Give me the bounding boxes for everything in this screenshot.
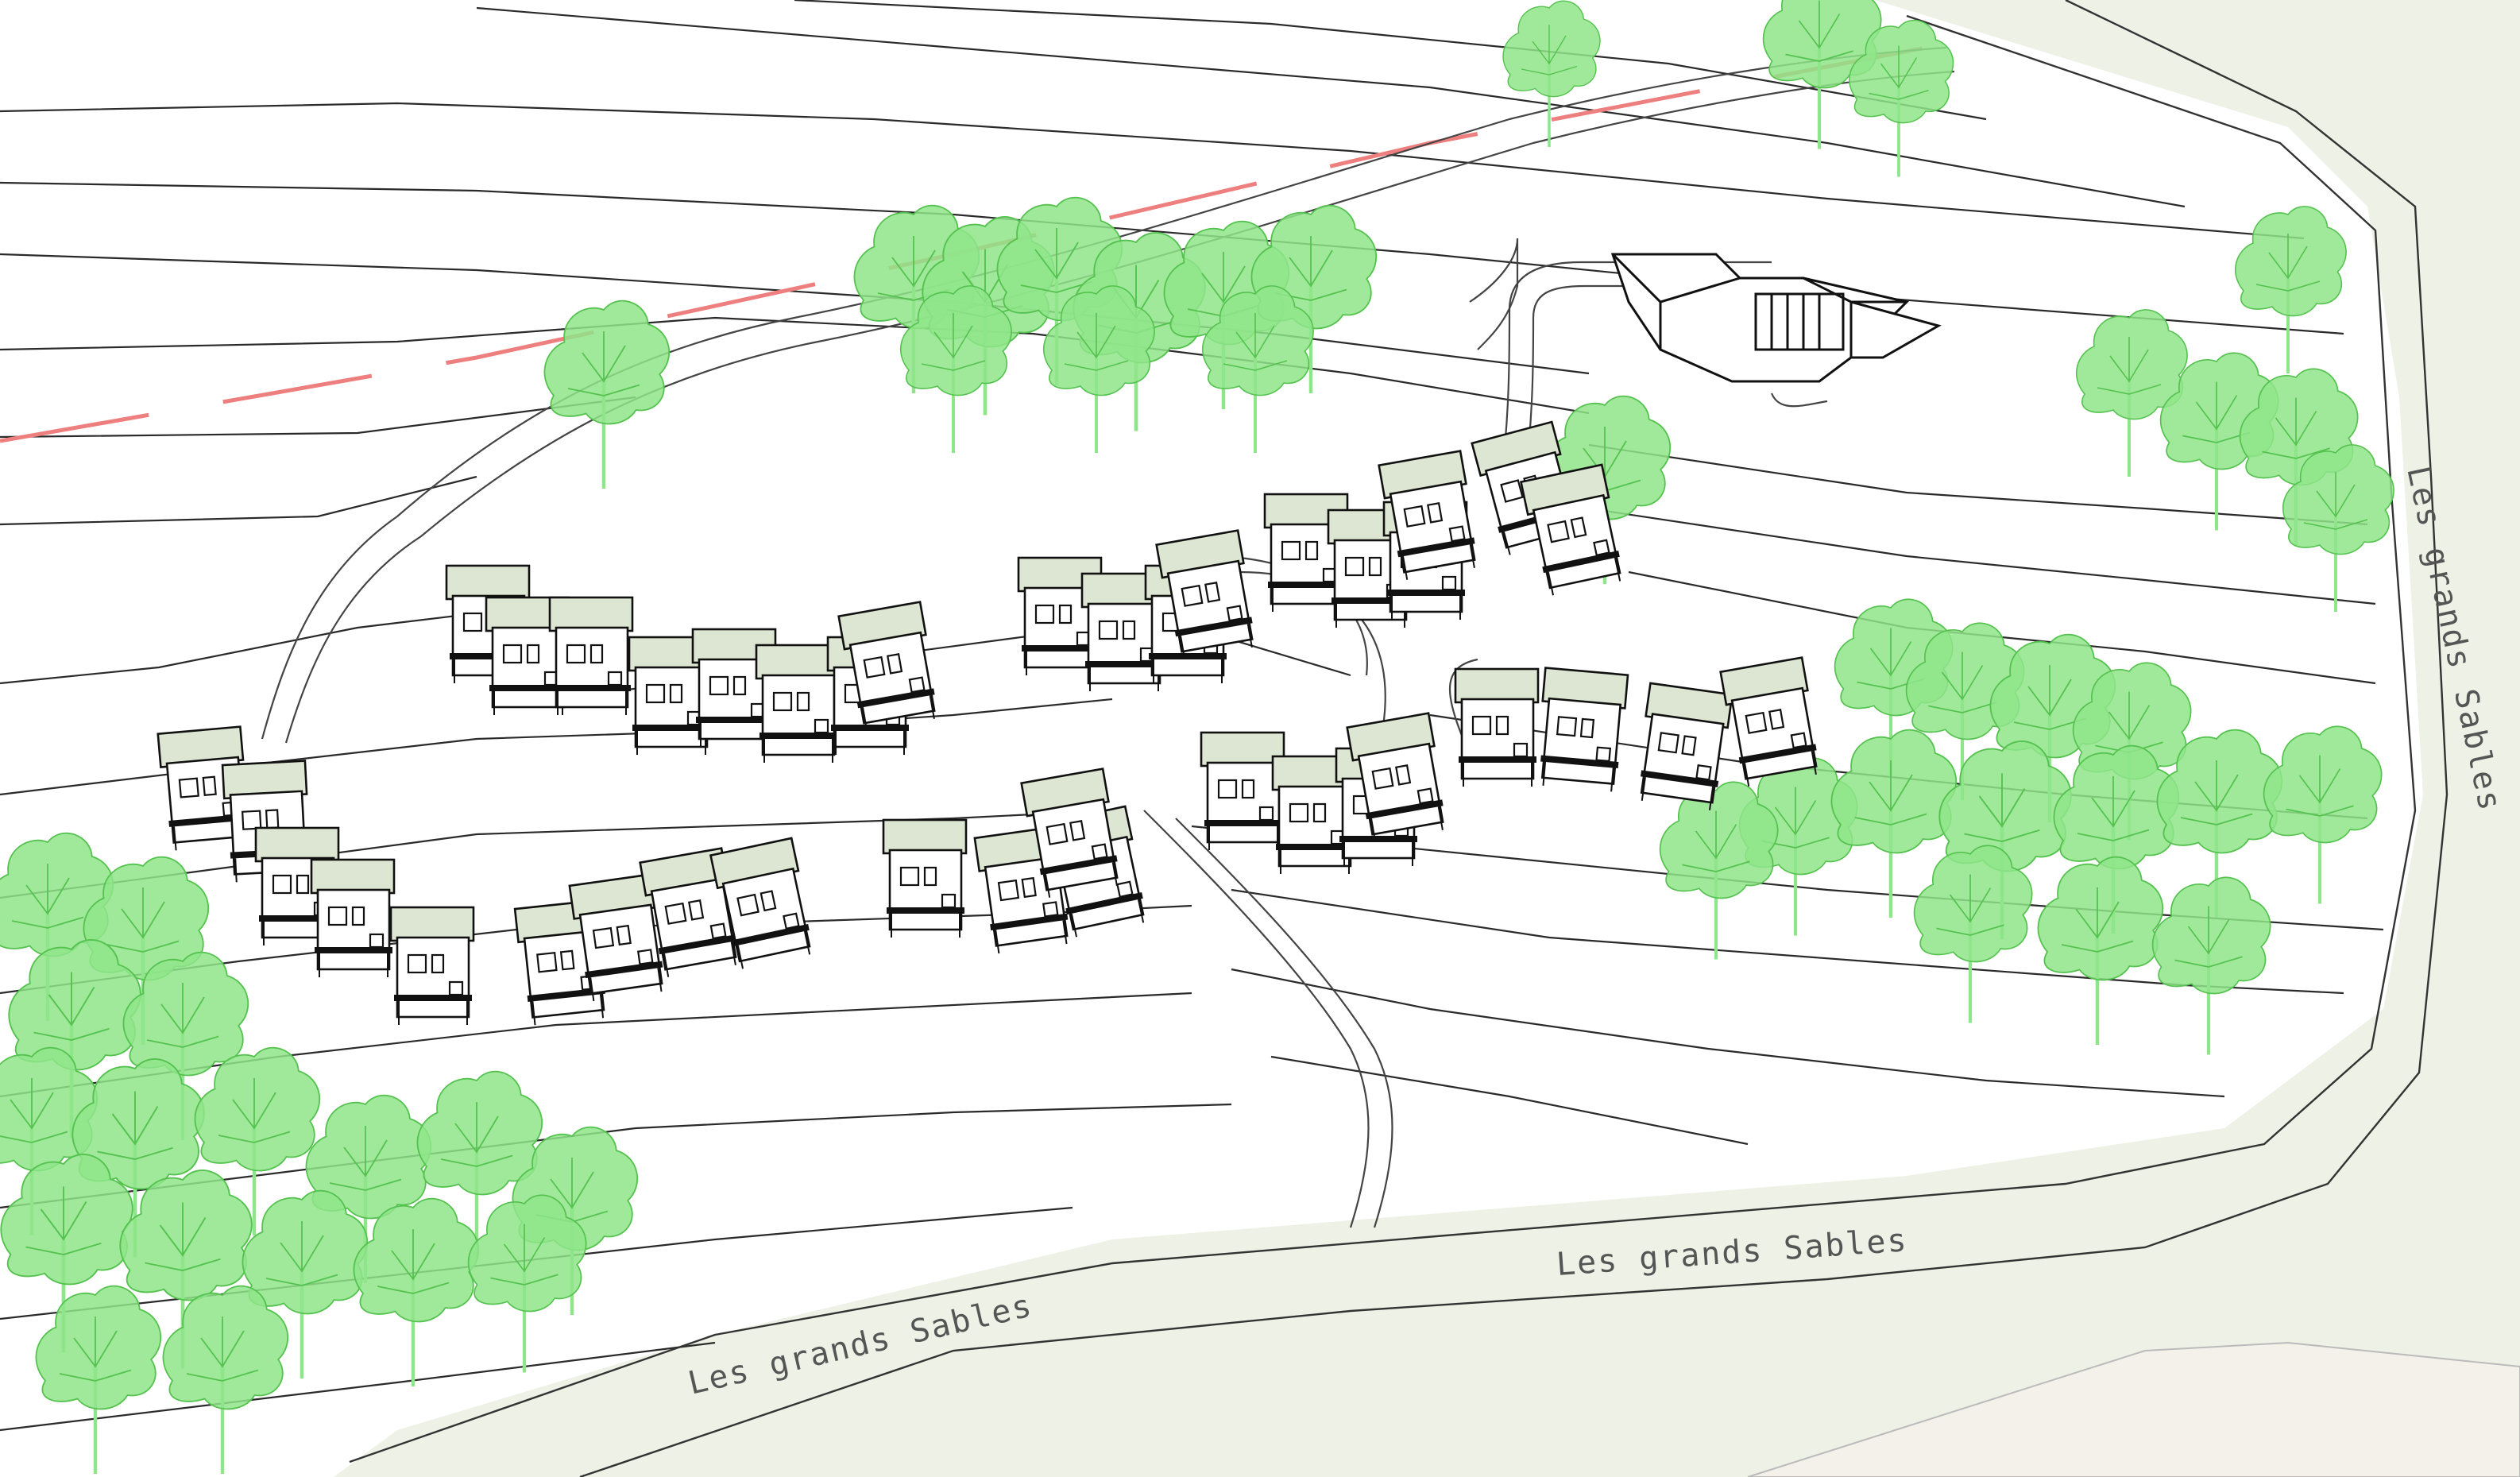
- clubhouse-icon: [1610, 253, 1942, 383]
- main-road: [349, 0, 2448, 1477]
- lower-parcel: [1747, 1341, 2520, 1477]
